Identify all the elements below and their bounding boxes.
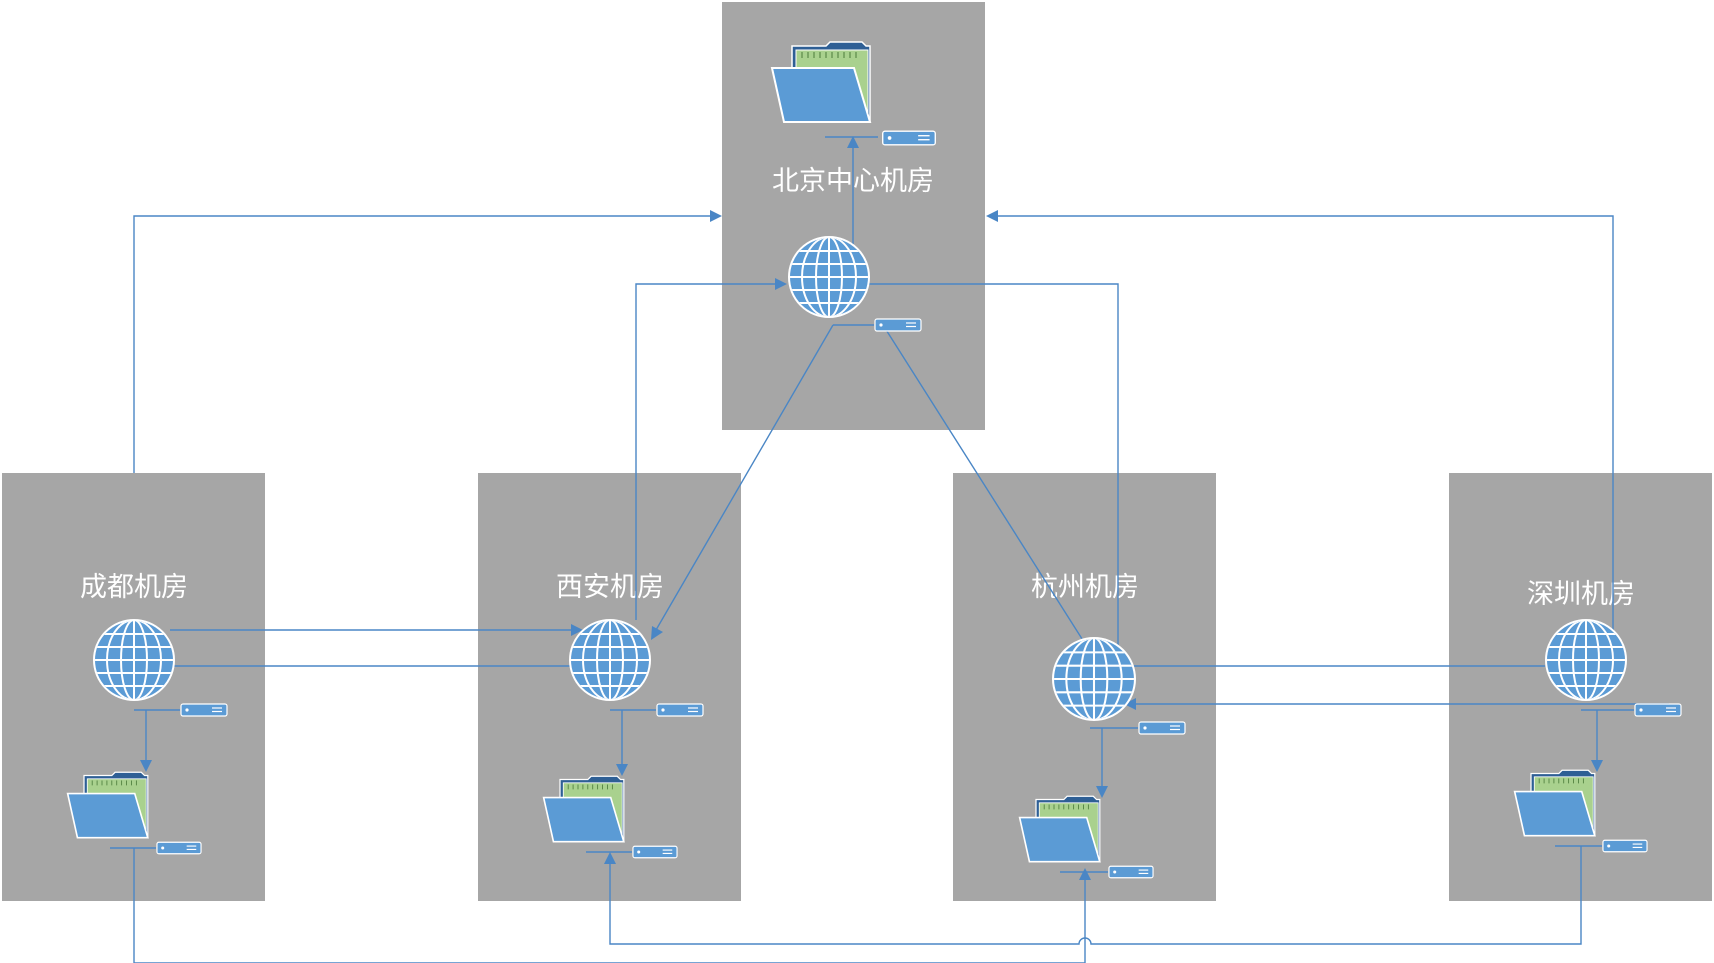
chengdu-globe-server-icon	[180, 703, 228, 717]
beijing-globe-server-icon	[874, 318, 922, 332]
beijing-globe-icon	[789, 237, 869, 317]
connector-shenzhen-beijing	[996, 215, 1614, 655]
xian-globe-icon	[570, 620, 650, 700]
xian-folder-server-icon	[632, 845, 678, 859]
arrowhead	[1124, 698, 1136, 710]
shenzhen-folder-server-icon	[1602, 839, 1648, 853]
shenzhen-globe-server-icon	[1634, 703, 1682, 717]
arrowhead	[775, 278, 787, 290]
arrowhead	[651, 626, 663, 640]
connector-xian-beijing	[635, 283, 776, 620]
arrowhead	[1096, 786, 1108, 798]
room-chengdu-label: 成都机房	[80, 572, 188, 603]
room-shenzhen-label: 深圳机房	[1527, 579, 1635, 610]
arrowhead	[847, 136, 859, 148]
hangzhou-globe-server-icon	[1138, 721, 1186, 735]
room-xian-label: 西安机房	[556, 572, 664, 603]
arrowhead	[710, 210, 722, 222]
connector-shenzhen-xian-bottom	[609, 846, 1582, 945]
chengdu-globe-icon	[94, 620, 174, 700]
hangzhou-globe-icon	[1053, 638, 1135, 720]
beijing-folder-server-icon	[881, 130, 937, 146]
connectors	[110, 136, 1669, 963]
arrowhead	[986, 210, 998, 222]
arrowhead	[616, 764, 628, 776]
arrowhead	[140, 760, 152, 772]
arrowhead	[1591, 760, 1603, 772]
connector-beijing-xian	[655, 324, 834, 631]
arrowhead	[604, 852, 616, 864]
arrowhead	[1079, 868, 1091, 880]
shenzhen-globe-icon	[1546, 620, 1626, 700]
arrowhead	[571, 624, 583, 636]
xian-globe-server-icon	[656, 703, 704, 717]
room-hangzhou-label: 杭州机房	[1031, 572, 1139, 603]
connector-chengdu-beijing	[133, 215, 712, 473]
chengdu-folder-server-icon	[156, 841, 202, 855]
connector-hangzhou-beijing	[866, 283, 1119, 668]
hangzhou-folder-server-icon	[1108, 865, 1154, 879]
connector-chengdu-hangzhou-bottom	[133, 848, 1086, 963]
connector-beijing-hangzhou	[882, 324, 1085, 643]
